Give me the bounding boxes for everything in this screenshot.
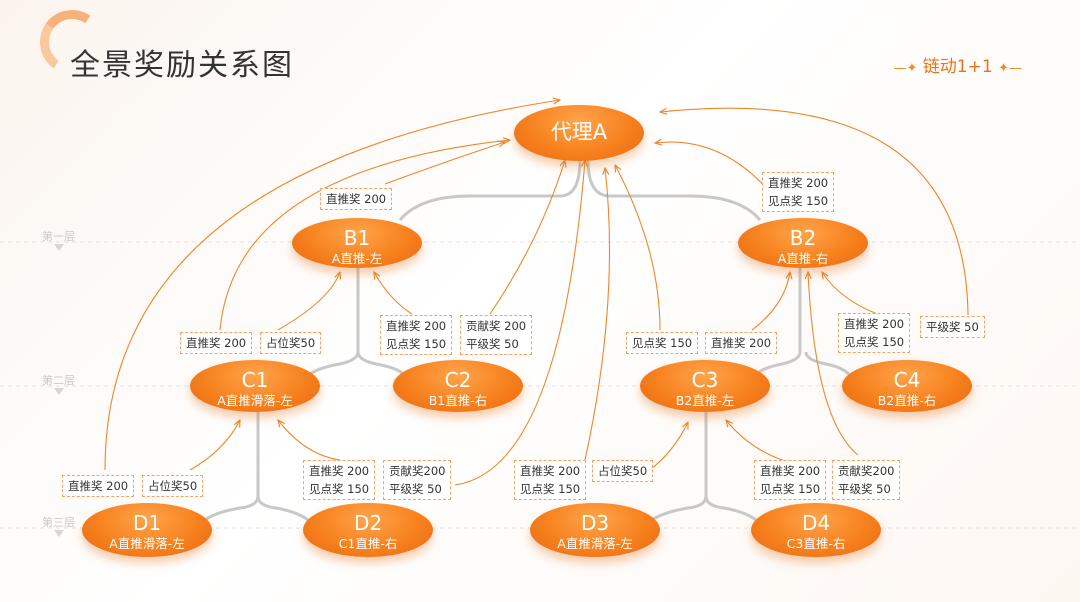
tag-line: 贡献奖200 xyxy=(389,464,446,478)
node-title: C1 xyxy=(241,368,269,392)
node-title: B1 xyxy=(343,226,371,250)
tag-line: 占位奖50 xyxy=(598,464,648,478)
node-c4: C4 B2直推-右 xyxy=(842,360,972,412)
reward-tag: 贡献奖200 平级奖 50 xyxy=(832,460,901,500)
tag-line: 直推奖 200 xyxy=(768,176,829,190)
reward-tag: 直推奖 200 见点奖 150 xyxy=(303,460,376,500)
reward-tag: 直推奖 200 见点奖 150 xyxy=(762,172,835,212)
node-title: C2 xyxy=(444,368,472,392)
reward-tag: 占位奖50 xyxy=(142,475,204,497)
brand-text: 链动1+1 xyxy=(922,57,993,77)
node-title: 代理A xyxy=(550,120,608,144)
node-d2: D2 C1直推-右 xyxy=(303,503,433,557)
tag-line: 直推奖 200 xyxy=(386,319,447,333)
node-subtitle: A直推-右 xyxy=(777,251,829,266)
node-d4: D4 C3直推-右 xyxy=(751,503,881,557)
node-c3: C3 B2直推-左 xyxy=(640,360,770,412)
reward-tag: 直推奖 200 xyxy=(62,475,135,497)
node-b1: B1 A直推-左 xyxy=(292,218,422,268)
tag-line: 直推奖 200 xyxy=(711,336,772,350)
node-subtitle: B1直推-右 xyxy=(428,393,488,408)
node-title: C3 xyxy=(691,368,719,392)
tree-connectors xyxy=(204,159,854,522)
spark-icon: —✦ xyxy=(893,61,918,76)
node-title: C4 xyxy=(893,368,921,392)
node-subtitle: A直推滑落-左 xyxy=(217,393,293,408)
tag-line: 占位奖50 xyxy=(148,479,198,493)
node-subtitle: B2直推-右 xyxy=(877,393,937,408)
tag-line: 平级奖 50 xyxy=(389,482,442,496)
tag-line: 直推奖 200 xyxy=(520,464,581,478)
reward-tag: 贡献奖 200 平级奖 50 xyxy=(460,315,533,355)
reward-tag: 直推奖 200 见点奖 150 xyxy=(838,313,911,353)
node-title: B2 xyxy=(789,226,817,250)
layer-label-3: 第三层 xyxy=(42,516,75,537)
tag-line: 平级奖 50 xyxy=(466,337,519,351)
node-b2: B2 A直推-右 xyxy=(738,218,868,268)
layer-label-2: 第二层 xyxy=(42,374,75,395)
node-agent-a: 代理A xyxy=(514,105,644,161)
node-subtitle: A直推-左 xyxy=(331,251,383,266)
tag-line: 直推奖 200 xyxy=(68,479,129,493)
tag-line: 贡献奖 200 xyxy=(466,319,527,333)
page-title: 全景奖励关系图 xyxy=(70,48,294,83)
node-subtitle: A直推滑落-左 xyxy=(557,536,633,551)
tag-line: 占位奖50 xyxy=(266,336,316,350)
spark-icon: ✦— xyxy=(998,61,1022,76)
reward-tag: 贡献奖200 平级奖 50 xyxy=(383,460,452,500)
node-title: D1 xyxy=(132,511,162,535)
tag-line: 贡献奖200 xyxy=(838,464,895,478)
reward-tag: 平级奖 50 xyxy=(920,316,985,338)
reward-tag: 直推奖 200 见点奖 150 xyxy=(754,460,827,500)
tag-line: 见点奖 150 xyxy=(309,482,370,496)
tag-line: 直推奖 200 xyxy=(309,464,370,478)
node-c1: C1 A直推滑落-左 xyxy=(190,360,320,412)
brand-label: —✦ 链动1+1 ✦— xyxy=(893,52,1022,77)
reward-tag: 直推奖 200 见点奖 150 xyxy=(380,315,453,355)
node-c2: C2 B1直推-右 xyxy=(393,360,523,412)
tag-line: 平级奖 50 xyxy=(926,320,979,334)
tag-line: 见点奖 150 xyxy=(632,336,693,350)
reward-tag: 占位奖50 xyxy=(260,332,322,354)
reward-tag: 直推奖 200 xyxy=(705,332,778,354)
reward-tag: 占位奖50 xyxy=(592,460,654,482)
node-d1: D1 A直推滑落-左 xyxy=(82,503,212,557)
tag-line: 直推奖 200 xyxy=(844,317,905,331)
node-subtitle: C3直推-右 xyxy=(786,536,846,551)
reward-tag: 直推奖 200 见点奖 150 xyxy=(514,460,587,500)
tag-line: 直推奖 200 xyxy=(326,192,387,206)
node-subtitle: B2直推-左 xyxy=(675,393,735,408)
tag-line: 见点奖 150 xyxy=(386,337,447,351)
tag-line: 见点奖 150 xyxy=(760,482,821,496)
tag-line: 见点奖 150 xyxy=(844,335,905,349)
node-subtitle: C1直推-右 xyxy=(338,536,398,551)
node-subtitle: A直推滑落-左 xyxy=(109,536,185,551)
reward-tag: 直推奖 200 xyxy=(180,332,253,354)
reward-tag: 见点奖 150 xyxy=(626,332,699,354)
node-title: D3 xyxy=(580,511,610,535)
tag-line: 平级奖 50 xyxy=(838,482,891,496)
tag-line: 直推奖 200 xyxy=(186,336,247,350)
tag-line: 见点奖 150 xyxy=(768,194,829,208)
node-title: D2 xyxy=(353,511,383,535)
reward-tag: 直推奖 200 xyxy=(320,188,393,210)
node-d3: D3 A直推滑落-左 xyxy=(530,503,660,557)
layer-label-1: 第一层 xyxy=(42,230,75,251)
node-title: D4 xyxy=(801,511,831,535)
reward-arrows xyxy=(104,100,969,486)
tag-line: 直推奖 200 xyxy=(760,464,821,478)
tag-line: 见点奖 150 xyxy=(520,482,581,496)
